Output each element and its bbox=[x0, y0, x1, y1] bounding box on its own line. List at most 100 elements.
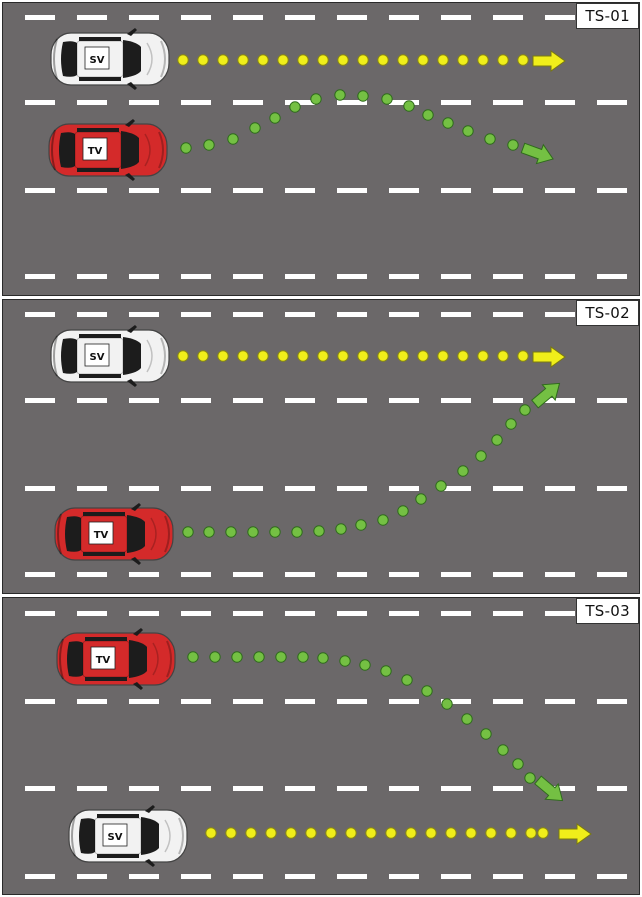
tv-arrow bbox=[531, 382, 561, 409]
car-tag-box bbox=[102, 823, 128, 847]
trajectory-dot bbox=[310, 93, 322, 105]
car-rear-window bbox=[65, 516, 81, 552]
lane-dash bbox=[337, 274, 367, 279]
trajectory-dot bbox=[313, 525, 325, 537]
car-tag: SV bbox=[90, 352, 105, 363]
car-rear-window bbox=[61, 41, 77, 77]
trajectory-dot bbox=[275, 651, 287, 663]
lane-dash bbox=[441, 611, 471, 616]
lane-dash bbox=[441, 188, 471, 193]
lane-dash bbox=[233, 486, 263, 491]
trajectory-dot bbox=[277, 54, 289, 66]
lane-dash bbox=[337, 572, 367, 577]
trajectory-dot bbox=[477, 350, 489, 362]
lane-dash bbox=[441, 699, 471, 704]
trajectory-dot bbox=[277, 350, 289, 362]
lane-dash bbox=[129, 274, 159, 279]
car-tag: TV bbox=[88, 146, 103, 157]
lane-dash bbox=[233, 274, 263, 279]
lane-dash bbox=[545, 572, 575, 577]
lane-dash bbox=[545, 15, 575, 20]
trajectory-dot bbox=[422, 109, 434, 121]
sv-path bbox=[205, 827, 549, 839]
lane-dash bbox=[441, 398, 471, 403]
trajectory-dot bbox=[359, 659, 371, 671]
sv-arrow bbox=[532, 50, 566, 72]
lane-dash bbox=[545, 874, 575, 879]
lane-dash bbox=[389, 188, 419, 193]
trajectory-dot bbox=[337, 54, 349, 66]
lane-dash bbox=[389, 874, 419, 879]
trajectory-dot bbox=[365, 827, 377, 839]
trajectory-dot bbox=[357, 90, 369, 102]
trajectory-dot bbox=[285, 827, 297, 839]
lane-dash bbox=[389, 274, 419, 279]
lane-dash bbox=[545, 188, 575, 193]
trajectory-dot bbox=[401, 674, 413, 686]
lane-dash bbox=[337, 15, 367, 20]
trajectory-dot bbox=[217, 350, 229, 362]
lane-dash bbox=[25, 611, 55, 616]
lane-dash bbox=[337, 874, 367, 879]
lane-dash bbox=[129, 15, 159, 20]
scenario-diagram-ts-03: TV SV bbox=[3, 598, 639, 894]
lane-marking bbox=[25, 100, 627, 105]
lane-dash bbox=[285, 572, 315, 577]
lane-dash bbox=[129, 486, 159, 491]
sv-car: SV bbox=[50, 28, 170, 90]
lane-marking bbox=[25, 874, 627, 879]
trajectory-dot bbox=[441, 698, 453, 710]
lane-dash bbox=[25, 398, 55, 403]
trajectory-dot bbox=[345, 827, 357, 839]
trajectory-dot bbox=[480, 728, 492, 740]
trajectory-dot bbox=[337, 350, 349, 362]
lane-dash bbox=[337, 100, 367, 105]
lane-dash bbox=[233, 100, 263, 105]
trajectory-dot bbox=[421, 685, 433, 697]
trajectory-dot bbox=[339, 655, 351, 667]
trajectory-dot bbox=[417, 350, 429, 362]
lane-dash bbox=[597, 786, 627, 791]
trajectory-dot bbox=[325, 827, 337, 839]
tv-arrow bbox=[520, 142, 554, 165]
lane-dash bbox=[493, 486, 523, 491]
sv-arrow bbox=[558, 823, 592, 845]
lane-dash bbox=[129, 312, 159, 317]
lane-dash bbox=[129, 188, 159, 193]
car-windshield bbox=[123, 40, 141, 78]
lane-dash bbox=[181, 188, 211, 193]
car-tag-box bbox=[88, 521, 114, 545]
trajectory-dot bbox=[462, 125, 474, 137]
lane-dash bbox=[441, 786, 471, 791]
lane-dash bbox=[77, 611, 107, 616]
tv-path bbox=[182, 404, 531, 538]
trajectory-dot bbox=[397, 505, 409, 517]
car-rear-window bbox=[79, 818, 95, 854]
lane-dash bbox=[493, 398, 523, 403]
lane-dash bbox=[129, 398, 159, 403]
trajectory-dot bbox=[377, 514, 389, 526]
tv-car: TV bbox=[48, 119, 168, 181]
scenario-diagram-ts-01: SV TV bbox=[3, 3, 639, 295]
lane-dash bbox=[389, 398, 419, 403]
car-windshield bbox=[121, 131, 139, 169]
trajectory-dot bbox=[484, 133, 496, 145]
lane-dash bbox=[441, 15, 471, 20]
sv-car: SV bbox=[50, 325, 170, 387]
lane-dash bbox=[389, 100, 419, 105]
scenario-panel-ts-03: TV SV TS-03 bbox=[2, 597, 640, 895]
trajectory-dot bbox=[289, 101, 301, 113]
lane-dash bbox=[233, 572, 263, 577]
lane-dash bbox=[77, 312, 107, 317]
trajectory-dot bbox=[180, 142, 192, 154]
trajectory-dot bbox=[182, 526, 194, 538]
scenario-panel-ts-01: SV TV TS-01 bbox=[2, 2, 640, 296]
trajectory-dot bbox=[187, 651, 199, 663]
scenario-label: TS-02 bbox=[576, 300, 639, 326]
trajectory-dot bbox=[445, 827, 457, 839]
trajectory-dot bbox=[381, 93, 393, 105]
lane-dash bbox=[181, 786, 211, 791]
trajectory-dot bbox=[377, 350, 389, 362]
trajectory-dot bbox=[177, 350, 189, 362]
trajectory-dot bbox=[257, 350, 269, 362]
